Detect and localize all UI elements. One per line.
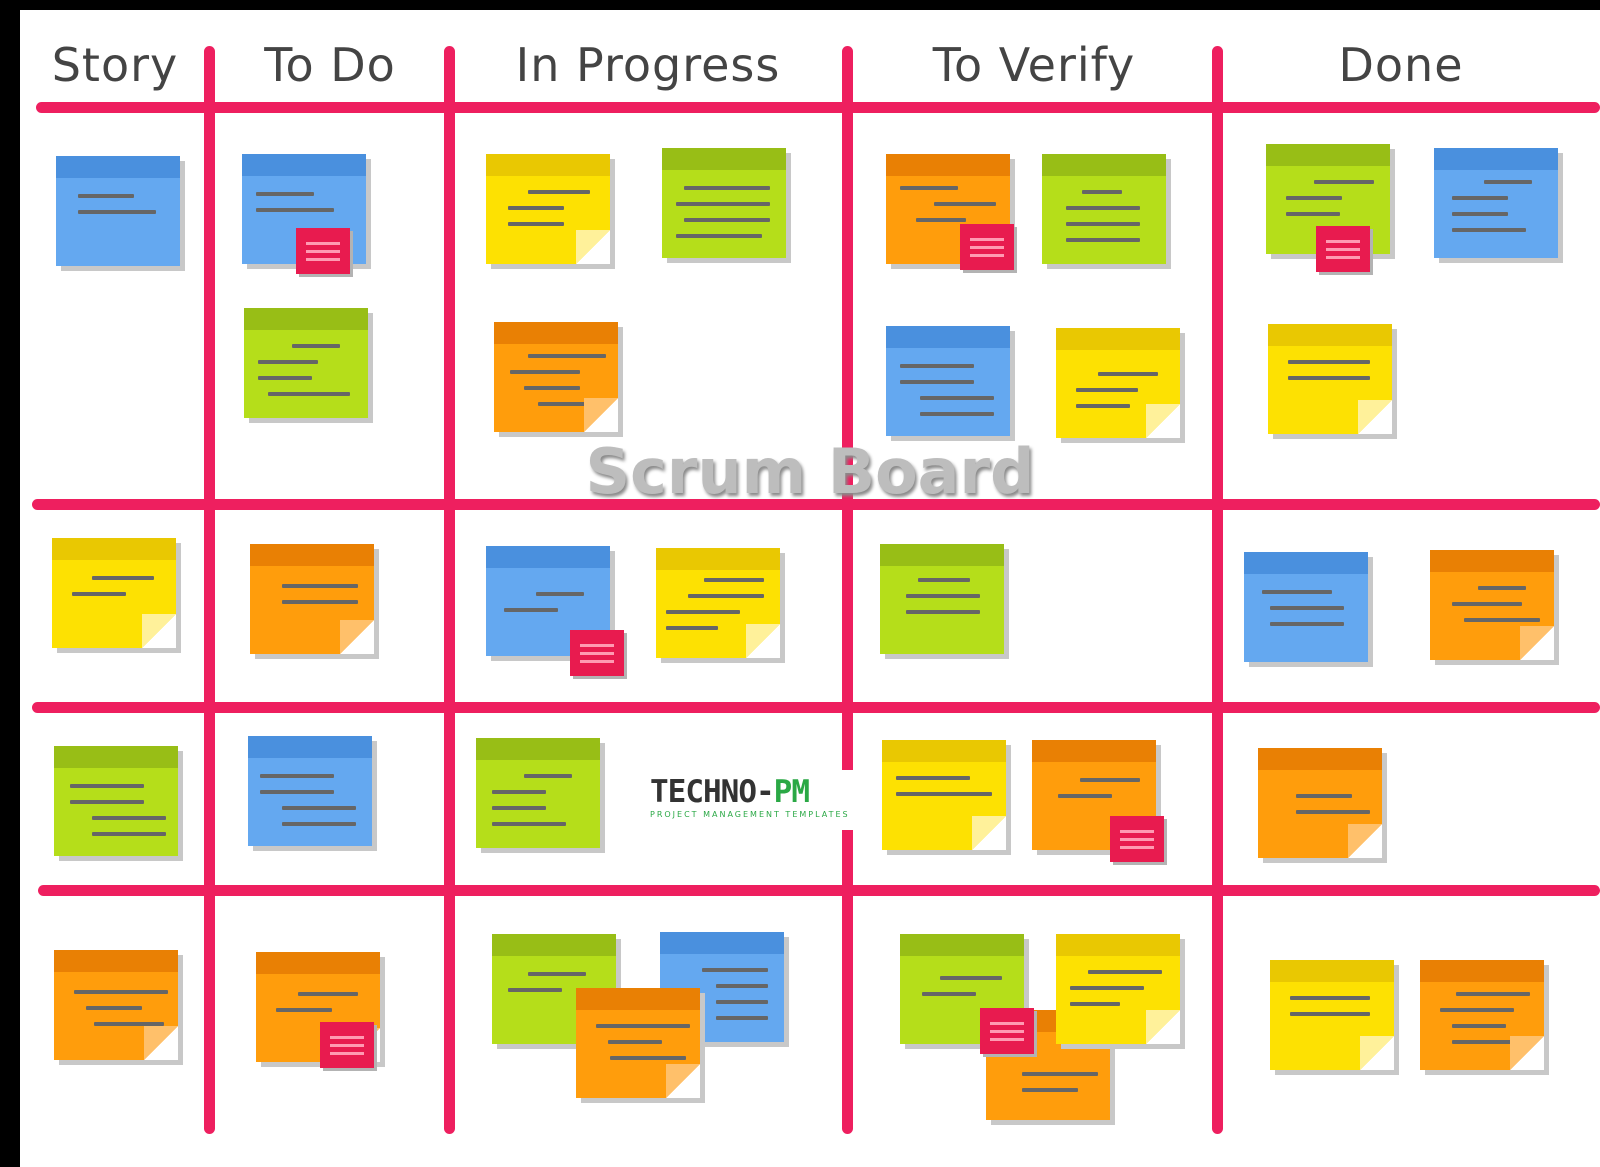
- sticky-note[interactable]: [54, 746, 178, 856]
- grid-line-header: [36, 102, 1600, 113]
- column-header-to-verify: To Verify: [932, 38, 1136, 92]
- sticky-note[interactable]: [244, 308, 368, 418]
- sticky-note[interactable]: [486, 546, 610, 656]
- sticky-note[interactable]: [1430, 550, 1554, 660]
- blocker-flag[interactable]: [1316, 226, 1370, 272]
- sticky-note[interactable]: [662, 148, 786, 258]
- sticky-note[interactable]: [494, 322, 618, 432]
- column-header-story: Story: [51, 38, 179, 92]
- sticky-note[interactable]: [882, 740, 1006, 850]
- sticky-note[interactable]: [1056, 934, 1180, 1044]
- scrum-board: Story To Do In Progress To Verify Done: [20, 10, 1600, 1167]
- sticky-note[interactable]: [486, 154, 610, 264]
- grid-line-row-1: [32, 499, 1600, 510]
- grid-line-col-3: [842, 46, 853, 1134]
- sticky-note[interactable]: [52, 538, 176, 648]
- sticky-note[interactable]: [1042, 154, 1166, 264]
- sticky-note[interactable]: [56, 156, 180, 266]
- column-header-todo: To Do: [264, 38, 396, 92]
- blocker-flag[interactable]: [320, 1022, 374, 1068]
- grid-line-col-1: [204, 46, 215, 1134]
- board-title: Scrum Board: [585, 435, 1035, 508]
- sticky-note[interactable]: [1434, 148, 1558, 258]
- sticky-note[interactable]: [1258, 748, 1382, 858]
- sticky-note[interactable]: [1420, 960, 1544, 1070]
- grid-line-row-2: [32, 702, 1600, 713]
- sticky-note[interactable]: [476, 738, 600, 848]
- column-header-in-progress: In Progress: [515, 38, 781, 92]
- blocker-flag[interactable]: [980, 1008, 1034, 1054]
- column-header-done: Done: [1338, 38, 1464, 92]
- sticky-note[interactable]: [250, 544, 374, 654]
- sticky-note[interactable]: [880, 544, 1004, 654]
- blocker-flag[interactable]: [570, 630, 624, 676]
- sticky-note[interactable]: [248, 736, 372, 846]
- blocker-flag[interactable]: [960, 224, 1014, 270]
- sticky-note[interactable]: [1270, 960, 1394, 1070]
- sticky-note[interactable]: [886, 326, 1010, 436]
- sticky-note[interactable]: [1244, 552, 1368, 662]
- logo-wordmark: TECHNO-PM: [650, 774, 810, 810]
- sticky-note[interactable]: [1056, 328, 1180, 438]
- grid-line-col-2: [444, 46, 455, 1134]
- blocker-flag[interactable]: [296, 228, 350, 274]
- techno-pm-logo: TECHNO-PM PROJECT MANAGEMENT TEMPLATES: [644, 770, 854, 830]
- sticky-note[interactable]: [1268, 324, 1392, 434]
- sticky-note[interactable]: [576, 988, 700, 1098]
- grid-line-row-3: [38, 885, 1600, 896]
- grid-line-col-4: [1212, 46, 1223, 1134]
- sticky-note[interactable]: [54, 950, 178, 1060]
- logo-tagline: PROJECT MANAGEMENT TEMPLATES: [650, 810, 850, 819]
- sticky-note[interactable]: [656, 548, 780, 658]
- blocker-flag[interactable]: [1110, 816, 1164, 862]
